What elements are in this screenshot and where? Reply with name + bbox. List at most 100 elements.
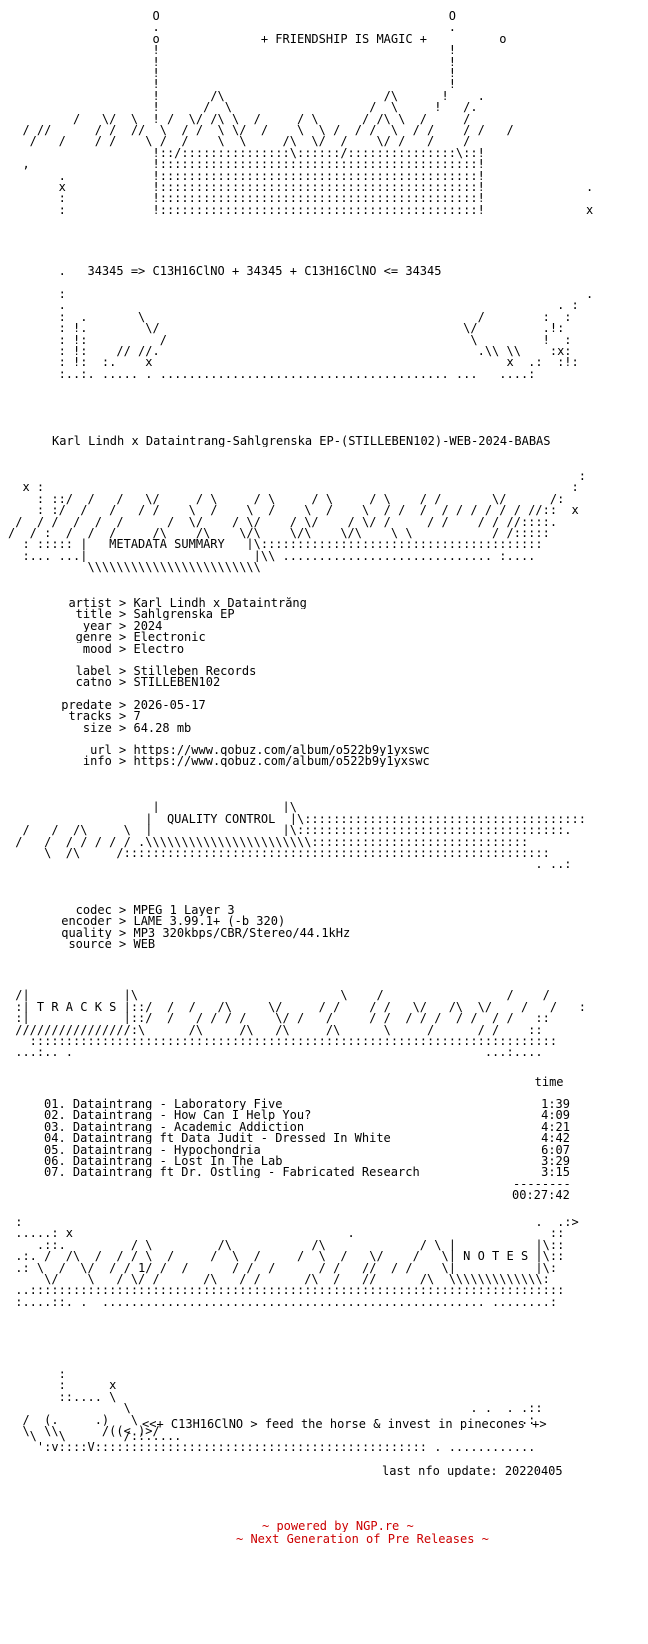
release-name: Karl_Lindh_x_Dataintrang-Sahlgrenska_EP-… xyxy=(52,435,551,447)
footer-powered: ~ powered by NGP.re ~ xyxy=(262,1520,414,1532)
metadata-row-artist: artist > Karl Lindh x Dataintrång xyxy=(54,597,648,609)
logo-bottom-2: : . \_ _/ : : xyxy=(8,310,572,323)
metadata-key: info > xyxy=(54,755,134,768)
track-name: 06. Dataintrang - Lost In The Lab xyxy=(44,1155,283,1167)
track-time: 3:29 xyxy=(541,1155,571,1167)
track-name: 01. Dataintrang - Laboratory Five xyxy=(44,1098,283,1110)
quality-banner-6: . ..: xyxy=(8,858,572,871)
logo-bottom-5: : !: // //. .\\ \\ :x: xyxy=(8,345,572,357)
footer-boat-0: : xyxy=(8,1368,66,1380)
logo-top-13: , !:::::::::::::::::::::::::::::::::::::… xyxy=(8,158,485,171)
tracks-total-rule: -------- xyxy=(0,1178,571,1190)
track-name: 03. Dataintrang - Academic Addiction xyxy=(44,1120,305,1133)
metadata-row-label: label > Stilleben Records xyxy=(54,665,648,677)
metadata-key: predate > xyxy=(54,698,134,711)
notes-banner-6: ..::::::::::::::::::::::::::::::::::::::… xyxy=(8,1284,565,1297)
quality-key: codec > xyxy=(54,904,134,916)
footer-boat-3: _____________\_ . . . .:: xyxy=(8,1402,543,1415)
logo-top-2: o + FRIENDSHIP IS MAGIC + o xyxy=(8,32,507,45)
logo-top-17: : _ ___ !:::::::::::::::::::::::::::::::… xyxy=(8,203,594,216)
logo-bottom-4: : !: _ __/ \__ _ ! : xyxy=(8,333,572,346)
tracks-banner-3: :|_____________|::/ _/ / /_/ /__ \/ /___… xyxy=(8,1012,550,1025)
logo-top-16: : !:::::::::::::::::::::::::::::::::::::… xyxy=(8,192,485,205)
metadata-row-year: year > 2024 xyxy=(54,620,648,632)
metadata-value: Sahlgrenska EP xyxy=(133,608,235,621)
track-time: 4:09 xyxy=(541,1109,571,1122)
quality-key: source > xyxy=(54,938,134,951)
logo-top-9: _ ___/__ \/ \ _!_/ \/ /\ \ / ___/ \ ___/… xyxy=(8,112,529,125)
track-name: 04. Dataintrang ft Data Judit - Dressed … xyxy=(44,1132,391,1145)
quality-row-codec: codec > MPEG 1 Layer 3 xyxy=(54,904,648,916)
notes-banner-5: \/____\___/ \/ /______/\___/ /______/\__… xyxy=(8,1273,550,1285)
footer-boat-2: ::.... \ xyxy=(8,1390,117,1403)
quality-row-encoder: encoder > LAME 3.99.1+ (-b 320) xyxy=(54,915,648,927)
metadata-row-genre: genre > Electronic xyxy=(54,631,648,643)
footer-dock-1: ':v::::V::::::::::::::::::::::::::::::::… xyxy=(8,1441,536,1454)
logo-top-15: x !:::::::::::::::::::::::::::::::::::::… xyxy=(8,181,594,193)
logo-top-5: ! ! xyxy=(8,67,456,79)
footer-tagline: <<+ C13H16ClNO > feed the horse & invest… xyxy=(142,1418,547,1430)
footer-boat-1: : x xyxy=(8,1379,117,1392)
metadata-key: title > xyxy=(54,608,134,621)
notes-banner-4: .: \ / \/ /_/ 1/ / /__ ___/ / /__ ___/ /… xyxy=(8,1261,558,1274)
metadata-key: size > xyxy=(54,721,134,734)
logo-bottom-3: : !. \/ \/ .!: xyxy=(8,322,565,335)
metadata-row-size: size > 64.28 mb xyxy=(54,722,648,734)
track-row: 02. Dataintrang - How Can I Help You? 4:0… xyxy=(44,1109,648,1121)
tracks-banner-6: ...:.. . ...:.... xyxy=(8,1046,543,1059)
tracks-banner-4: ////////////////:\______/\_____/\___/\__… xyxy=(8,1023,543,1036)
metadata-value: 2024 xyxy=(133,619,163,632)
notes-banner-0: : . .:> xyxy=(8,1216,579,1228)
metadata-banner-2: : ::/ / /__ \/ ____/ \ ___/ \ ___/ \ ___… xyxy=(8,492,565,505)
metadata-banner-1: x : ___ _______ ______ _______ ______ __… xyxy=(8,481,579,494)
header-formula: . 34345 => C13H16ClNO + 34345 + C13H16Cl… xyxy=(8,265,442,277)
track-row: 06. Dataintrang - Lost In The Lab 3:29 xyxy=(44,1155,648,1167)
metadata-key: label > xyxy=(54,665,134,677)
tracks-time-rule: ________ xyxy=(0,1084,571,1096)
metadata-value: Electro xyxy=(133,642,185,655)
metadata-key: mood > xyxy=(54,642,134,655)
tracks-banner-5: ::::::::::::::::::::::::::::::::::::::::… xyxy=(8,1035,558,1047)
logo-top-1: . . xyxy=(8,21,456,34)
metadata-key: catno > xyxy=(54,676,134,689)
quality-row-source: source > WEB xyxy=(54,938,648,950)
logo-top-0: O O xyxy=(8,10,456,22)
logo-top-12: !::/:::::::::::::::\::::::/:::::::::::::… xyxy=(8,146,485,159)
logo-bottom-7: :..:. ..... . ..........................… xyxy=(8,367,536,380)
metadata-banner-7: :... ...|_______________________|\\ ....… xyxy=(8,549,536,562)
quality-key: encoder > xyxy=(54,915,134,928)
track-row: 07. Dataintrang ft Dr. Ostling - Fabrica… xyxy=(44,1166,648,1178)
footer-dock-0: \___\________/::..... xyxy=(8,1430,182,1442)
track-row: 04. Dataintrang ft Data Judit - Dressed … xyxy=(44,1132,648,1144)
quality-banner-0: _________________ xyxy=(8,790,283,802)
metadata-value: 2026-05-17 xyxy=(133,698,206,711)
metadata-key: tracks > xyxy=(54,710,134,723)
logo-bottom-0: : . xyxy=(8,288,594,300)
metadata-key: artist > xyxy=(54,597,134,609)
metadata-row-tracks: tracks > 7 xyxy=(54,710,648,722)
metadata-value: Stilleben Records xyxy=(133,665,257,677)
track-name: 02. Dataintrang - How Can I Help You? xyxy=(44,1109,312,1122)
footer-boat-5: \ \\______/((<_)>/ xyxy=(8,1425,160,1437)
notes-banner-7: :....::. . .............................… xyxy=(8,1295,558,1308)
metadata-row-mood: mood > Electro xyxy=(54,643,648,655)
metadata-row-title: title > Sahlgrenska EP xyxy=(54,608,648,620)
metadata-value: Karl Lindh x Dataintrång xyxy=(133,597,307,609)
quality-banner-5: \__/\_____/:::::::::::::::::::::::::::::… xyxy=(8,847,550,859)
track-time: 3:15 xyxy=(541,1166,571,1179)
metadata-key: url > xyxy=(54,744,134,756)
metadata-row-info: info > https://www.qobuz.com/album/o522b… xyxy=(54,755,648,767)
metadata-value: https://www.qobuz.com/album/o522b9y1yxsw… xyxy=(133,755,430,768)
quality-value: MP3 320kbps/CBR/Stereo/44.1kHz xyxy=(133,926,351,939)
notes-banner-2: .::. ______/_\_ ______/\ __ ______/\ ___… xyxy=(8,1238,565,1251)
tracks-banner-0: ______________ _____ ______ xyxy=(8,978,572,990)
logo-bottom-6: : !: :. x x .: :!: xyxy=(8,356,579,369)
track-time: 4:42 xyxy=(541,1132,571,1145)
quality-banner-1: | |\ xyxy=(8,801,297,814)
metadata-banner-0: : xyxy=(8,470,586,482)
tracks-banner-2: :| T R A C K S |::/ / _/ /\ _ \/ ___/ / … xyxy=(8,1000,586,1013)
metadata-value: 7 xyxy=(133,710,141,723)
